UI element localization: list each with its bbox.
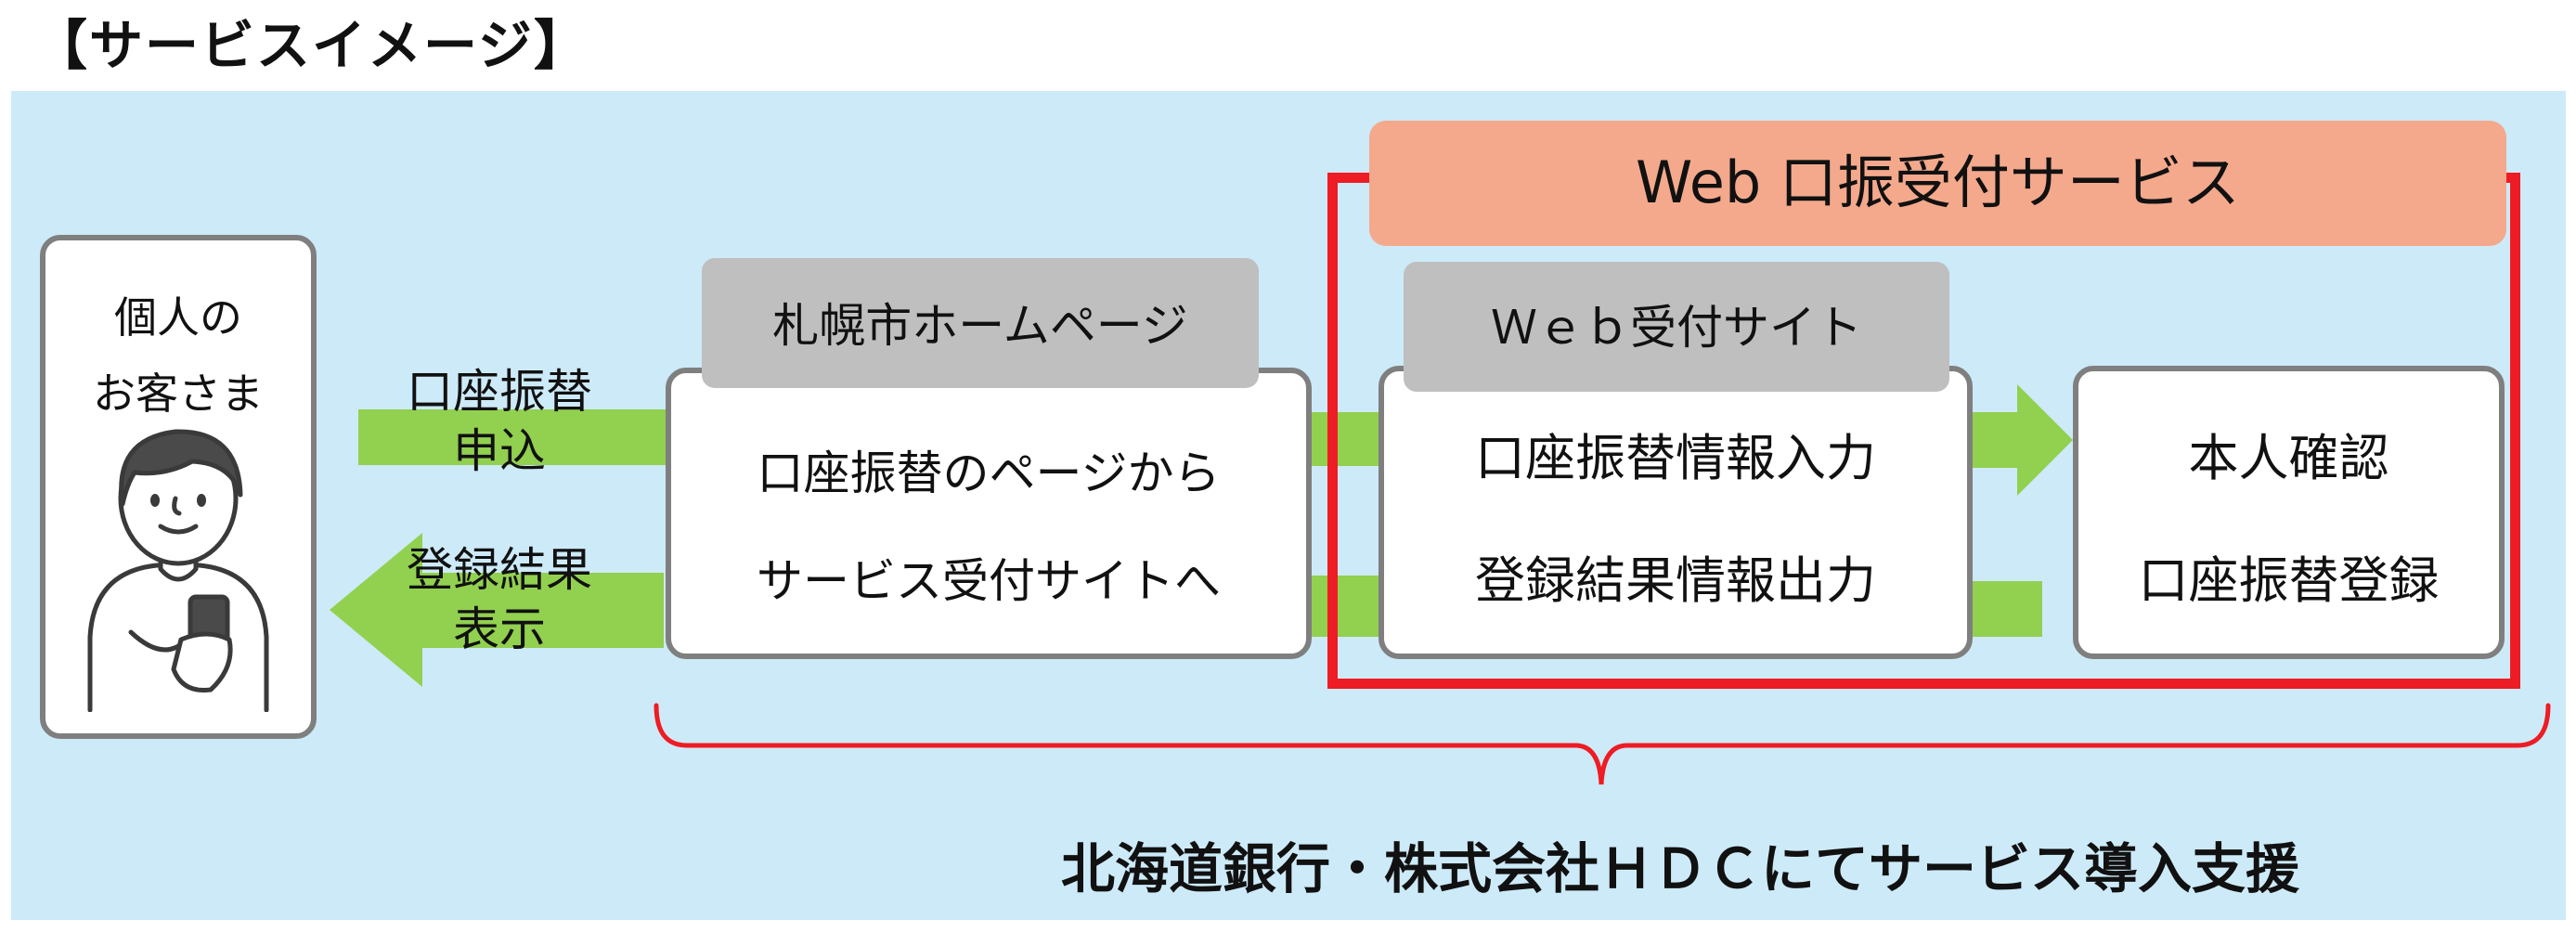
homepage-description-line1: 口座振替のページから [666,420,1312,527]
homepage-description: 口座振替のページから サービス受付サイトへ [666,420,1312,635]
web-site-label: Ｗｅｂ受付サイト [1404,295,1949,360]
web-site-item-output: 登録結果情報出力 [1379,546,1973,616]
support-bracket [656,705,2548,784]
verification-item-registration: 口座振替登録 [2073,546,2505,616]
customer-title-line1: 個人の [40,279,317,356]
apply-label-line2: 申込 [360,421,639,481]
homepage-label: 札幌市ホームページ [702,293,1259,358]
support-caption: 北海道銀行・株式会社ＨＤＣにてサービス導入支援 [975,834,2386,904]
web-site-item-input: 口座振替情報入力 [1379,423,1973,494]
web-service-title: Web 口振受付サービス [1369,141,2506,225]
result-label-line2: 表示 [360,600,639,659]
result-label-line1: 登録結果 [360,540,639,600]
apply-label: 口座振替 申込 [360,362,639,481]
apply-label-line1: 口座振替 [360,362,639,421]
customer-title: 個人の お客さま [40,279,317,432]
customer-content: 個人の お客さま [40,235,317,739]
verification-item-identity: 本人確認 [2073,423,2505,494]
result-label: 登録結果 表示 [360,540,639,659]
homepage-description-line2: サービス受付サイトへ [666,527,1312,635]
person-with-smartphone-icon [71,419,285,712]
